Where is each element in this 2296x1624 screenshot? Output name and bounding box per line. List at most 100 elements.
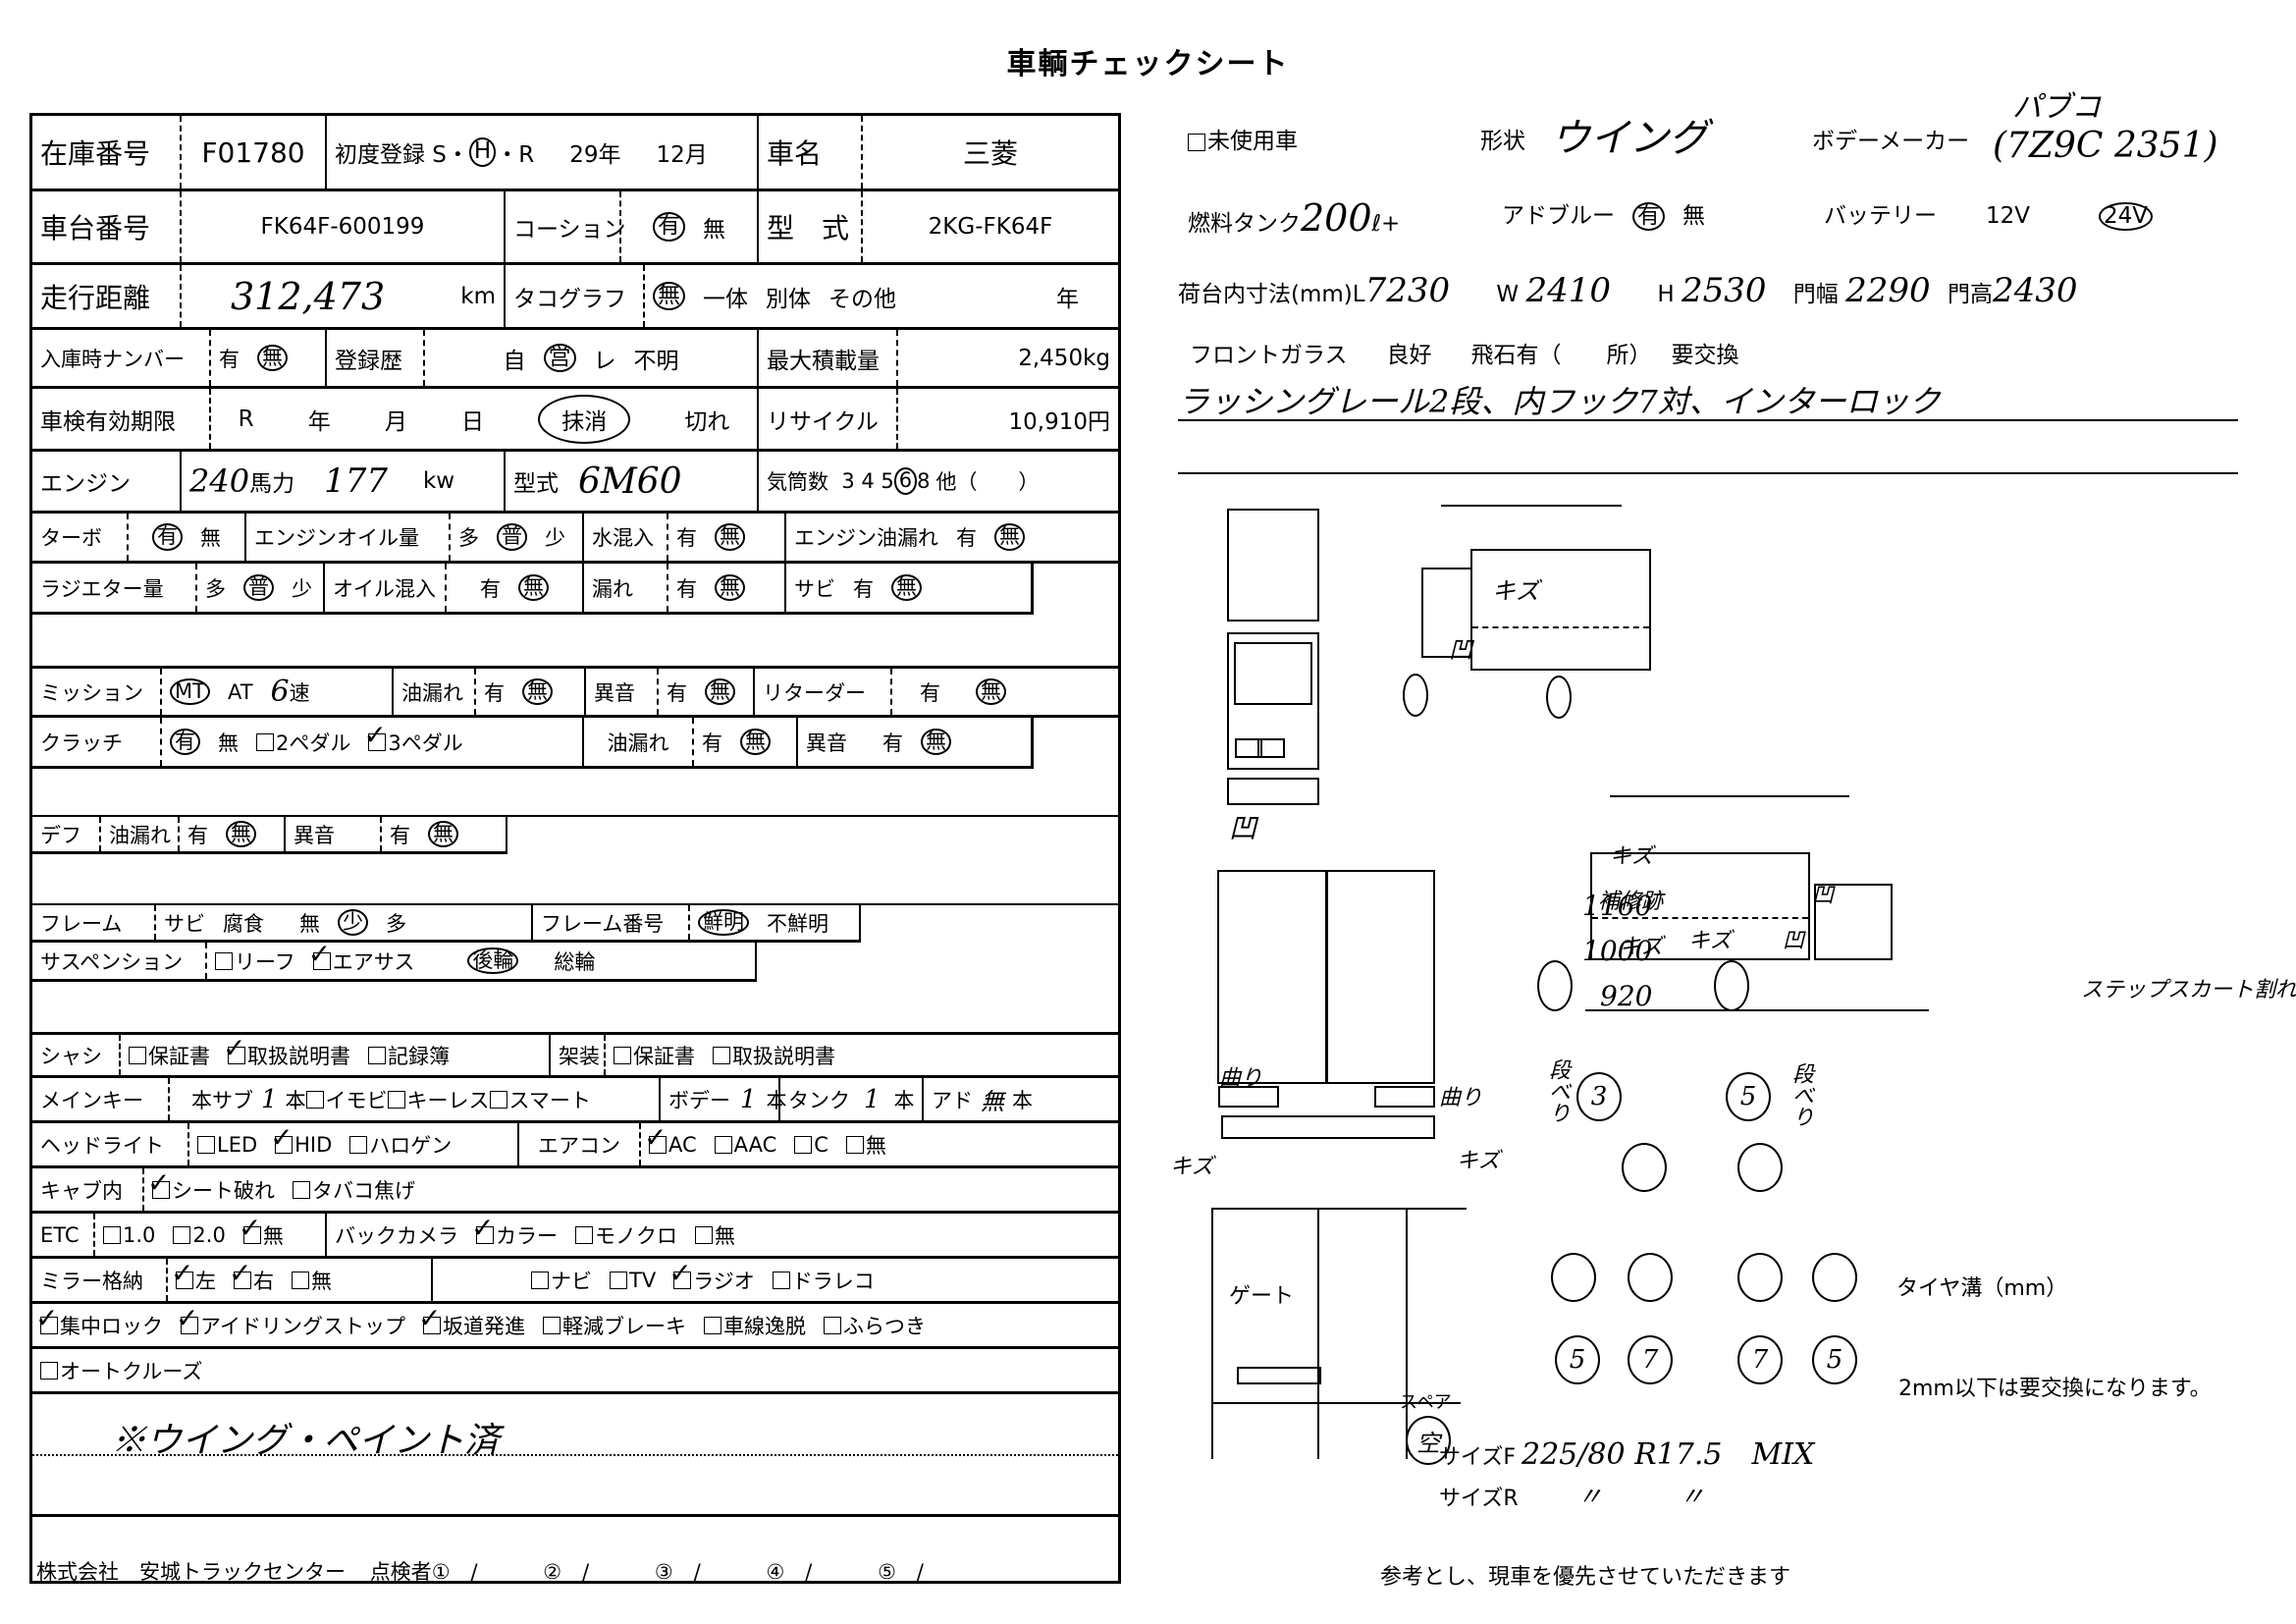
rust-label: サビ: [794, 576, 835, 601]
rear-light-left: [1218, 1086, 1279, 1108]
tacho-options: 無 一体 別体 その他 年: [643, 265, 1118, 327]
hp-unit: 馬力: [249, 471, 295, 497]
oil-mix-label: オイル混入: [323, 564, 445, 612]
backcam-color-checkbox-checked: [471, 1212, 494, 1244]
size-rear-value: 〃 〃: [1576, 1483, 1705, 1512]
divider: [32, 1032, 1118, 1035]
cargo-length: 7230: [1364, 271, 1451, 310]
leak-label: 漏れ: [582, 564, 667, 612]
side-repair-note: 補修跡: [1598, 890, 1664, 914]
ad-key: アド無本: [922, 1078, 1118, 1120]
stock-no: F01780: [180, 116, 325, 189]
body-warranty-checkbox: [614, 1046, 631, 1064]
unused-vehicle: 未使用車: [1188, 122, 1298, 155]
vehicle-check-table: 在庫番号 F01780 初度登録 S・H・R 29年 12月 車名 三菱 車台番…: [29, 113, 1121, 1584]
chassis-no: FK64F-600199: [180, 191, 504, 262]
inspection-era: R: [238, 406, 254, 432]
rear-bend-left: 曲り: [1219, 1066, 1263, 1091]
frame-no-clear-circled: 鮮明: [698, 908, 749, 937]
gate-plate: [1237, 1367, 1321, 1384]
backcam-color-label: カラー: [496, 1223, 558, 1248]
era-heisei-circled: H: [468, 137, 497, 167]
fuel-tank-value: 200: [1301, 196, 1372, 240]
tank-key-count: 1: [864, 1084, 881, 1114]
tire-circle: [1737, 1143, 1783, 1192]
hill-start-checkbox-checked: [418, 1302, 441, 1334]
hid-label: HID: [294, 1132, 333, 1157]
mt-circled: MT: [170, 677, 210, 706]
backcam-mono-label: モノクロ: [595, 1223, 677, 1248]
entry-plate-label: 入庫時ナンバー: [40, 347, 185, 371]
body-manual-label: 取扱説明書: [732, 1044, 835, 1068]
mission-noise-options: 有無: [657, 669, 753, 715]
body-manual-checkbox: [713, 1046, 730, 1064]
mileage-label: 走行距離: [40, 281, 151, 314]
oil-normal-circled: 普: [497, 523, 527, 551]
ac-label: AC: [668, 1132, 697, 1157]
tacho-none-circled: 無: [653, 281, 685, 311]
turbo-no: 無: [200, 526, 221, 550]
reg-rental: レ: [593, 348, 616, 374]
mirror-right-checkbox-checked: [229, 1257, 251, 1289]
brake-assist-label: 軽減ブレーキ: [561, 1314, 686, 1338]
etc20-label: 2.0: [192, 1222, 226, 1247]
windshield-label: フロントガラス: [1190, 343, 1348, 368]
speeds: 6: [270, 675, 290, 709]
frame-label: フレーム: [40, 911, 123, 936]
mirror-none-checkbox: [292, 1271, 309, 1289]
mileage-unit: km: [460, 283, 496, 309]
speeds-unit: 速: [289, 680, 310, 705]
chassis-manual-label: 取扱説明書: [247, 1044, 350, 1068]
smart-checkbox: [489, 1090, 507, 1109]
adblue-label: アドブルー: [1502, 203, 1615, 229]
tire-circle: [1812, 1253, 1857, 1302]
engine-oil-leak-no-circled: 無: [994, 523, 1025, 551]
mission-noise-label: 異音: [584, 669, 657, 715]
truck-body-top: [1441, 505, 1622, 550]
tire-front-left-note: 3: [1576, 1072, 1622, 1121]
gate-base-line: [1211, 1402, 1461, 1404]
size-rear-label: サイズR: [1439, 1487, 1519, 1511]
sub-key-label: サブ: [212, 1088, 253, 1112]
backcam-label: バックカメラ: [335, 1223, 458, 1248]
front-wheel: [1403, 674, 1428, 717]
body-equip-label: 架装: [549, 1035, 604, 1075]
frame-no-label: フレーム番号: [531, 905, 688, 940]
gate-right-line: [1406, 1208, 1408, 1459]
divider: [32, 1514, 1118, 1517]
reg-history-label: 登録歴: [325, 330, 423, 386]
tacho-integrated: 一体: [703, 286, 748, 312]
cab-roof-diagram: [1227, 509, 1319, 622]
chassis-manual-checkbox-checked: [223, 1032, 245, 1064]
mirror-label: ミラー格納: [40, 1269, 143, 1293]
size-front-label: サイズF: [1439, 1445, 1516, 1470]
cargo-dim-label: 荷台内寸法(mm)L: [1178, 282, 1365, 307]
row-engine: エンジン 240 馬力 177 kw 型式 6M60 気筒数 3 4 5 6 8…: [32, 452, 1118, 514]
backcam-none-checkbox: [695, 1225, 713, 1244]
oil-low: 少: [545, 526, 565, 550]
leak-yes: 有: [676, 576, 697, 601]
windshield-diagram: [1234, 642, 1312, 705]
row-cruise: オートクルーズ: [32, 1349, 1118, 1394]
rear-door-split: [1325, 870, 1328, 1084]
car-name-label: 車名: [757, 116, 861, 189]
chassis-no-label: 車台番号: [40, 212, 151, 244]
pedal2-label: 2ペダル: [276, 731, 351, 755]
cylinders-other: 他（ ）: [935, 470, 1040, 494]
windshield: フロントガラス良好飛石有（ 所）要交換: [1190, 336, 1739, 369]
unused-label: 未使用車: [1207, 129, 1298, 154]
aac-checkbox: [714, 1135, 732, 1154]
pedal3-label: 3ペダル: [388, 731, 463, 755]
row-stock: 在庫番号 F01780 初度登録 S・H・R 29年 12月 車名 三菱: [32, 116, 1118, 191]
all-wheel: 総輪: [554, 949, 596, 974]
oil-mix-options: 有無: [445, 564, 582, 612]
mission-leak-no-circled: 無: [522, 677, 553, 706]
tacho-separate: 別体: [766, 286, 811, 312]
keyless-label: キーレス: [406, 1088, 490, 1112]
immobi-checkbox: [305, 1090, 324, 1109]
dashcam-checkbox: [772, 1271, 790, 1289]
clutch-yes-circled: 有: [170, 728, 200, 756]
mission-leak-label: 油漏れ: [392, 669, 474, 715]
